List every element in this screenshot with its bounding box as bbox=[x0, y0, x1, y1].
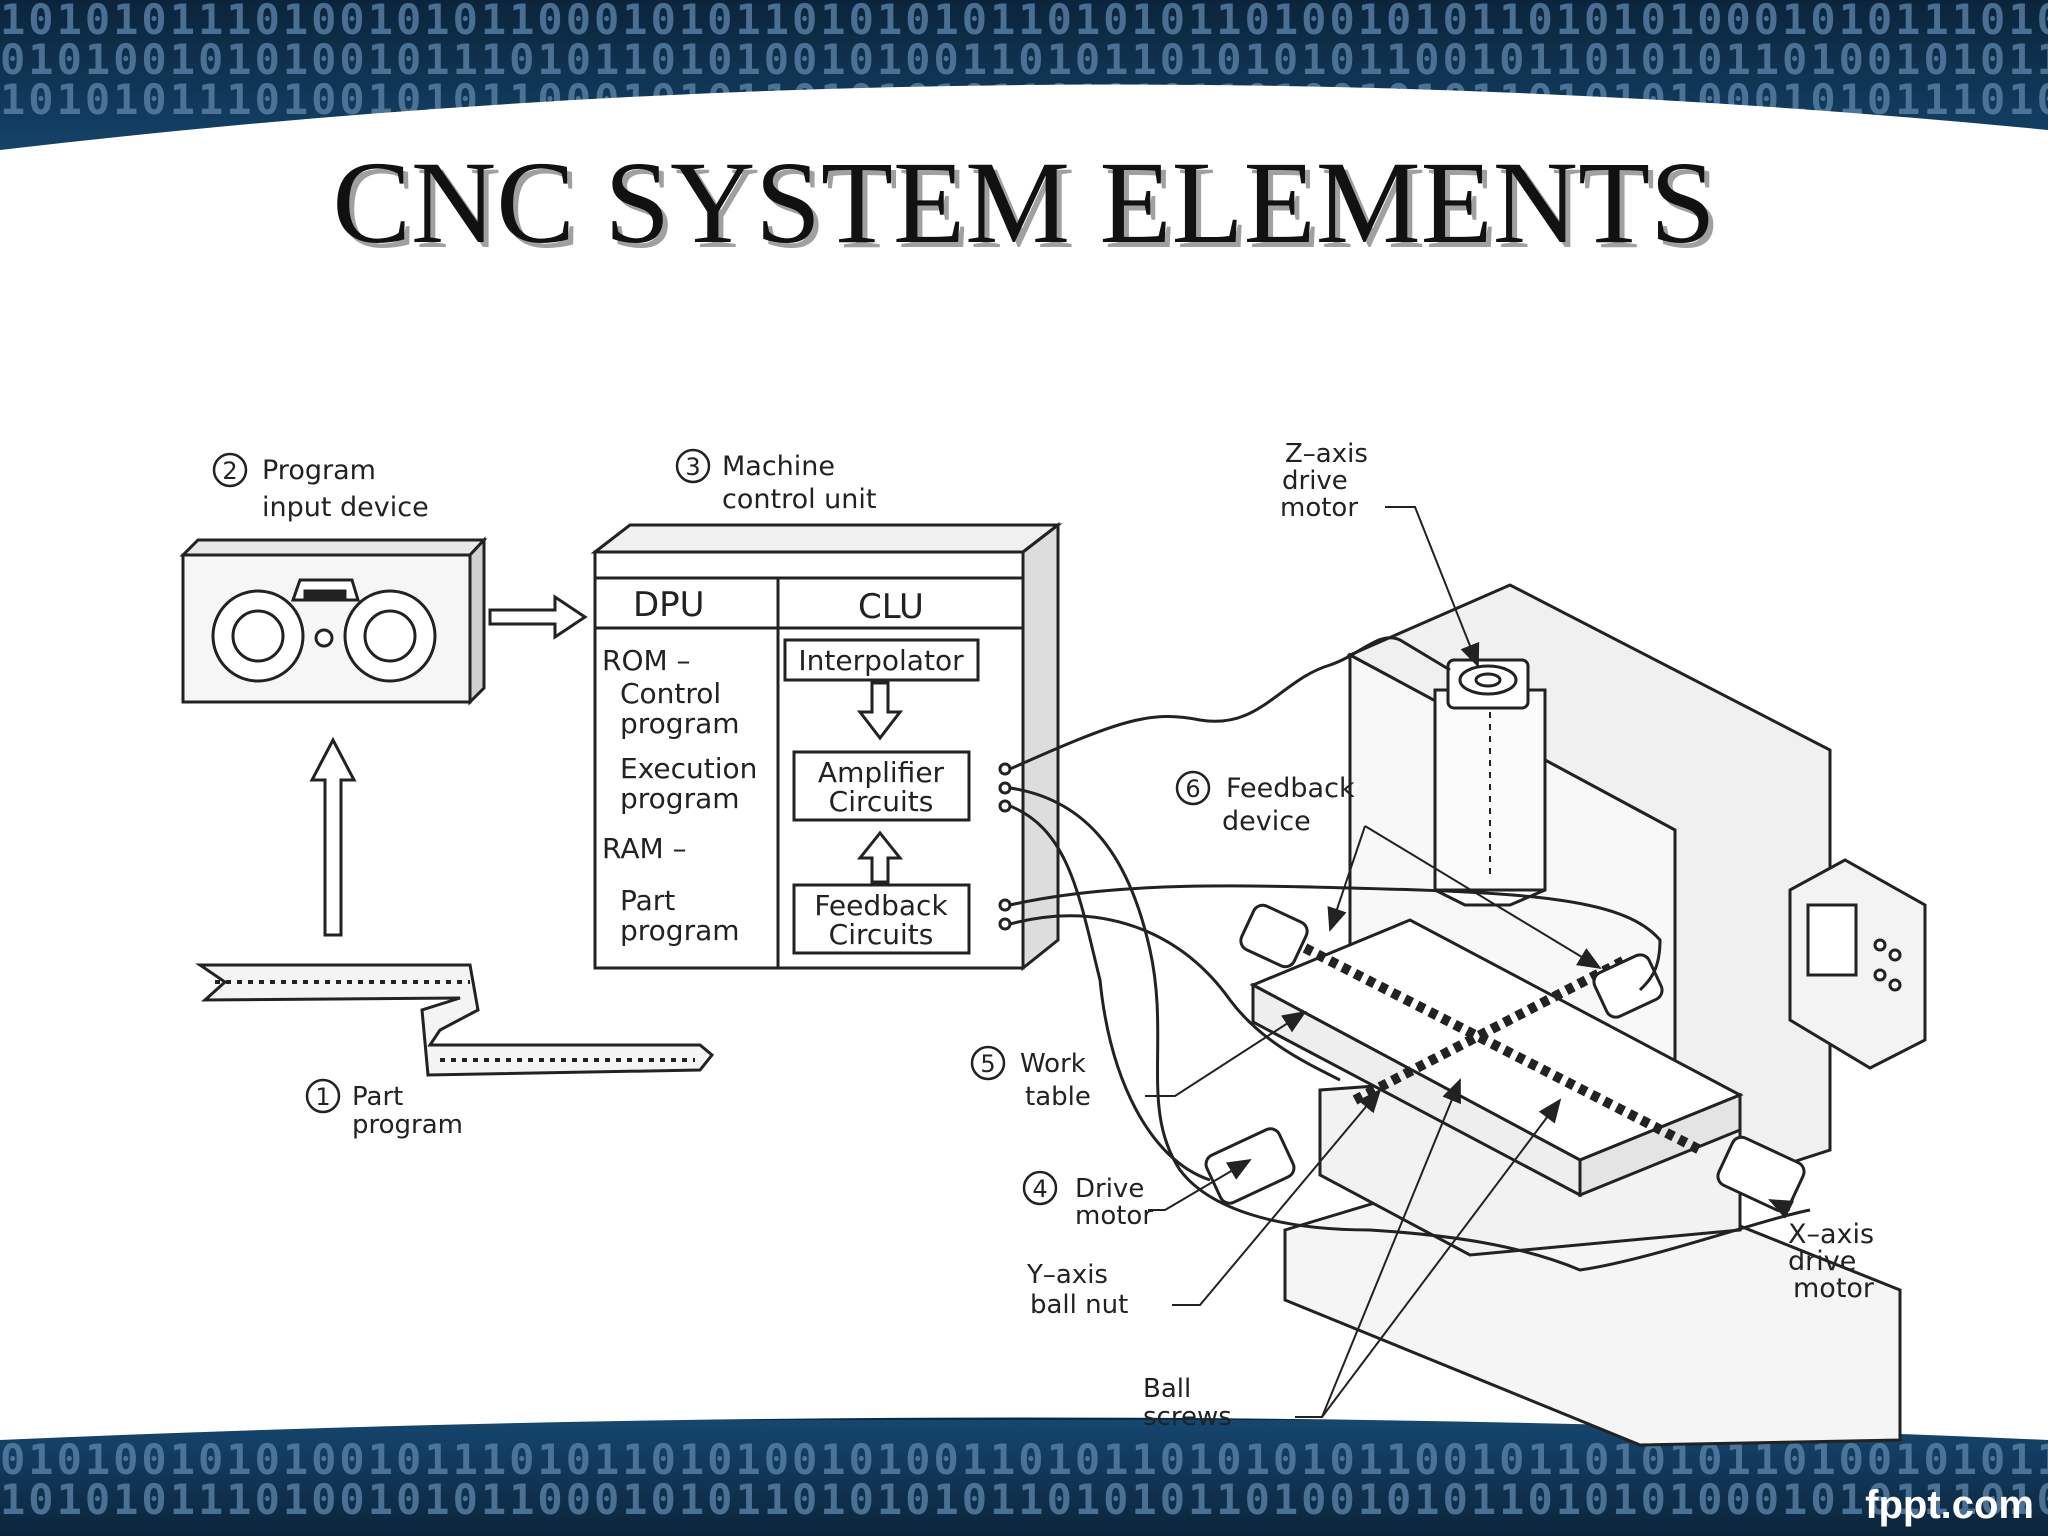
interpolator-label: Interpolator bbox=[798, 644, 964, 677]
label-work-table: 5 Work table bbox=[970, 1045, 1091, 1112]
arrow-right bbox=[488, 594, 588, 640]
svg-text:program: program bbox=[620, 707, 740, 740]
svg-text:RAM –: RAM – bbox=[602, 832, 687, 865]
svg-text:control unit: control unit bbox=[722, 484, 877, 515]
binary-row: 1010101110100101011000101011010101011010… bbox=[0, 0, 2048, 44]
svg-text:1: 1 bbox=[315, 1083, 330, 1111]
svg-text:program: program bbox=[620, 914, 740, 947]
svg-text:table: table bbox=[1025, 1082, 1091, 1112]
footer-brand: fppt.com bbox=[1865, 1483, 2034, 1527]
svg-text:Amplifier: Amplifier bbox=[818, 756, 945, 789]
svg-text:X–axis: X–axis bbox=[1788, 1219, 1874, 1250]
label-z-axis-drive-motor: Z–axis drive motor bbox=[1280, 439, 1368, 523]
milling-machine bbox=[1204, 583, 1927, 1447]
machine-control-unit bbox=[590, 521, 1063, 972]
label-feedback-device: 6 Feedback device bbox=[1175, 770, 1355, 837]
svg-text:Machine: Machine bbox=[722, 451, 835, 482]
dpu-label: DPU bbox=[633, 585, 705, 625]
binary-row: 0101001010100101110101101010010100110101… bbox=[0, 35, 2048, 84]
svg-text:Circuits: Circuits bbox=[829, 918, 934, 951]
mcu-texts: DPU CLU ROM – Control program Execution … bbox=[602, 585, 964, 951]
svg-text:drive: drive bbox=[1282, 466, 1348, 496]
svg-text:Drive: Drive bbox=[1075, 1174, 1144, 1204]
svg-text:Circuits: Circuits bbox=[829, 785, 934, 818]
leader-lines bbox=[1145, 506, 1795, 1418]
svg-text:Ball: Ball bbox=[1143, 1374, 1191, 1404]
label-machine-control-unit: 3 Machine control unit bbox=[675, 448, 877, 515]
svg-text:input device: input device bbox=[262, 492, 429, 523]
svg-text:4: 4 bbox=[1032, 1175, 1047, 1203]
clu-label: CLU bbox=[858, 587, 924, 627]
binary-banner-bottom: 0101001010100101110101101010010100110101… bbox=[0, 1420, 2048, 1536]
svg-text:screws: screws bbox=[1143, 1402, 1232, 1432]
label-y-axis-ball-nut: Y–axis ball nut bbox=[1026, 1260, 1128, 1320]
part-program-tape bbox=[195, 963, 715, 1077]
label-x-axis-drive-motor: X–axis drive motor bbox=[1788, 1219, 1875, 1304]
label-program-input-device: 2 Program input device bbox=[212, 452, 429, 523]
label-part-program: 1 Part program bbox=[305, 1078, 463, 1140]
svg-text:Z–axis: Z–axis bbox=[1285, 439, 1368, 469]
svg-text:program: program bbox=[352, 1110, 463, 1140]
svg-text:Control: Control bbox=[620, 677, 721, 710]
svg-text:3: 3 bbox=[685, 453, 700, 481]
svg-text:Part: Part bbox=[620, 884, 675, 917]
svg-text:6: 6 bbox=[1185, 775, 1200, 803]
label-ball-screws: Ball screws bbox=[1143, 1374, 1232, 1432]
program-input-device bbox=[179, 536, 488, 706]
svg-text:ball nut: ball nut bbox=[1030, 1290, 1128, 1320]
svg-text:Part: Part bbox=[352, 1082, 403, 1112]
svg-text:device: device bbox=[1222, 806, 1311, 837]
svg-text:motor: motor bbox=[1793, 1273, 1875, 1304]
label-drive-motor: 4 Drive motor bbox=[1022, 1170, 1153, 1231]
svg-text:Work: Work bbox=[1020, 1049, 1086, 1079]
svg-text:Feedback: Feedback bbox=[814, 889, 948, 922]
cables bbox=[1009, 636, 1811, 1272]
svg-text:2: 2 bbox=[222, 457, 237, 485]
slide-title: CNC SYSTEM ELEMENTS bbox=[332, 137, 1716, 268]
binary-row: 0101001010100101110101101010010100110101… bbox=[0, 1435, 2048, 1484]
binary-row: 1010101110100101011000101011010101011010… bbox=[0, 1475, 2048, 1524]
svg-text:motor: motor bbox=[1280, 493, 1358, 523]
svg-text:5: 5 bbox=[980, 1050, 995, 1078]
svg-text:motor: motor bbox=[1075, 1201, 1153, 1231]
svg-text:Execution: Execution bbox=[620, 752, 757, 785]
svg-text:drive: drive bbox=[1788, 1246, 1856, 1277]
svg-text:Y–axis: Y–axis bbox=[1026, 1260, 1108, 1290]
svg-text:Program: Program bbox=[262, 455, 376, 486]
arrow-up bbox=[309, 736, 357, 937]
svg-text:program: program bbox=[620, 782, 740, 815]
svg-text:ROM –: ROM – bbox=[602, 644, 691, 677]
svg-text:Feedback: Feedback bbox=[1226, 773, 1355, 804]
